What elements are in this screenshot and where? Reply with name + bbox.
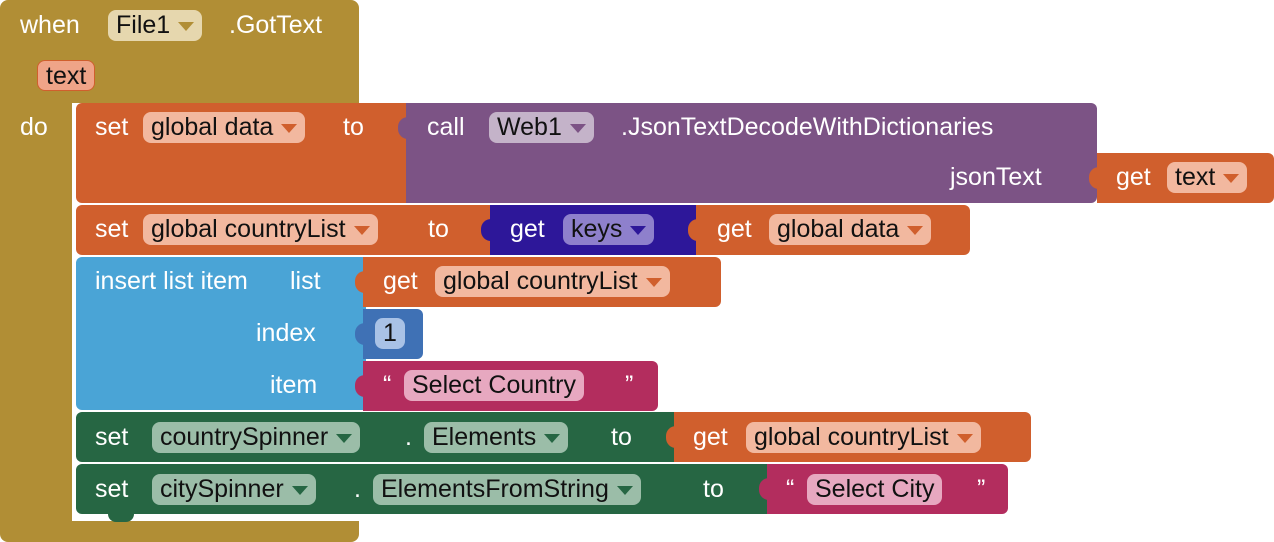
chevron-down-icon [544,433,561,443]
dot-separator: . [354,475,361,503]
chevron-down-icon [336,433,353,443]
socket-notch [1089,167,1099,189]
chevron-down-icon [645,277,662,287]
to-keyword: to [428,215,449,243]
socket-notch [481,219,491,241]
chevron-down-icon [616,485,633,495]
number-field[interactable]: 1 [375,318,405,349]
socket-notch [759,478,769,500]
close-quote: ” [977,475,986,503]
socket-notch [355,375,365,397]
arg-label-jsontext: jsonText [950,163,1042,191]
text-field-select-city[interactable]: Select City [807,474,943,505]
chevron-down-icon [907,225,924,235]
list-label: list [290,267,321,295]
property-dropdown-elements[interactable]: Elements [424,422,569,453]
insert-list-item-keyword: insert list item [95,267,248,295]
component-dropdown-web1[interactable]: Web1 [489,112,594,143]
text-field-select-country[interactable]: Select Country [404,370,584,401]
when-keyword: when [20,11,80,39]
set-keyword: set [95,113,129,141]
socket-notch [355,323,365,345]
socket-notch [398,117,408,139]
chevron-down-icon [956,433,973,443]
get-keyword: get [510,215,545,243]
chevron-down-icon [281,123,298,133]
event-name: .GotText [229,11,323,39]
insert-list-item-block[interactable] [76,257,366,410]
to-keyword: to [343,113,364,141]
chevron-down-icon [353,225,370,235]
component-dropdown-file1[interactable]: File1 [108,10,203,41]
socket-notch [355,271,365,293]
set-keyword: set [95,423,129,451]
variable-dropdown-global-data-2[interactable]: global data [769,214,932,245]
socket-notch [666,426,676,448]
variable-dropdown-global-data[interactable]: global data [143,112,306,143]
open-quote: “ [786,475,795,503]
component-dropdown-countryspinner[interactable]: countrySpinner [152,422,361,453]
component-dropdown-cityspinner[interactable]: citySpinner [152,474,316,505]
close-quote: ” [625,371,634,399]
set-keyword: set [95,475,129,503]
chevron-down-icon [178,21,195,31]
dictionary-dropdown-keys[interactable]: keys [563,214,655,245]
get-keyword: get [1116,163,1151,191]
index-label: index [256,319,316,347]
item-label: item [270,371,318,399]
open-quote: “ [383,371,392,399]
chevron-down-icon [630,225,647,235]
to-keyword: to [611,423,632,451]
block-bottom-notch [108,514,134,522]
variable-dropdown-text[interactable]: text [1167,162,1248,193]
call-keyword: call [427,113,465,141]
get-keyword: get [693,423,728,451]
event-param-text[interactable]: text [37,60,96,91]
variable-dropdown-global-countrylist[interactable]: global countryList [143,214,378,245]
chevron-down-icon [1223,173,1240,183]
set-keyword: set [95,215,129,243]
chevron-down-icon [291,485,308,495]
variable-dropdown-global-countrylist-2[interactable]: global countryList [435,266,670,297]
get-keyword: get [717,215,752,243]
socket-notch [688,219,698,241]
dot-separator: . [405,423,412,451]
chevron-down-icon [569,123,586,133]
to-keyword: to [703,475,724,503]
property-dropdown-elementsfromstring[interactable]: ElementsFromString [373,474,641,505]
variable-dropdown-global-countrylist-3[interactable]: global countryList [746,422,981,453]
get-keyword: get [383,267,418,295]
do-keyword: do [20,113,48,141]
method-name: .JsonTextDecodeWithDictionaries [621,113,994,141]
